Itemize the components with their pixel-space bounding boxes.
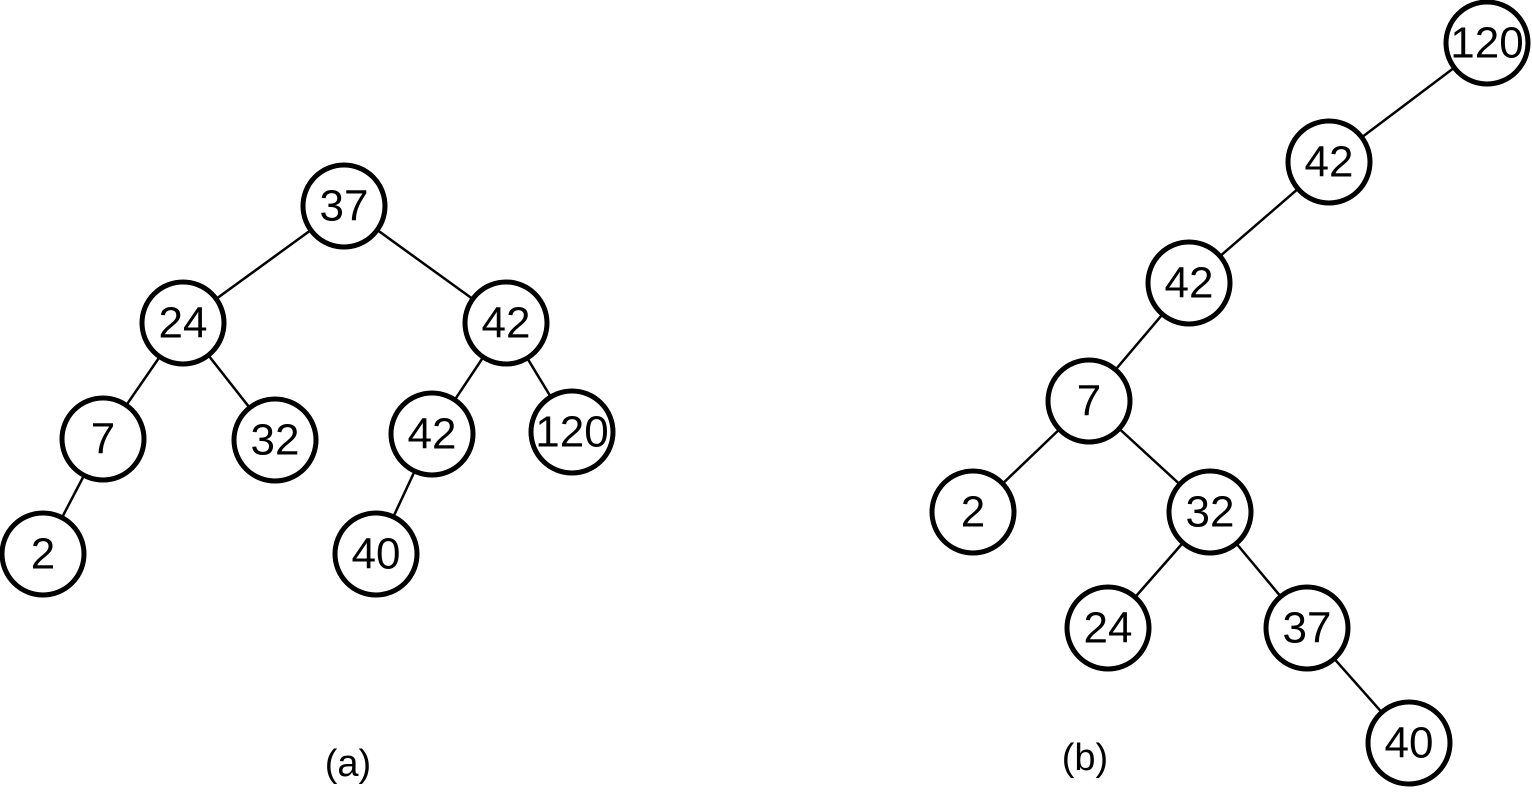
tree-a: 37 24 42 7 32 42 120 2 40 (a) <box>0 162 616 785</box>
node-circle-b32 <box>1166 468 1254 556</box>
node-circle-a2 <box>0 510 87 598</box>
node-circle-a7 <box>59 395 147 483</box>
node-circle-b37 <box>1263 584 1351 672</box>
node-value-b24: 24 <box>1084 604 1133 653</box>
node-circle-a120 <box>528 388 616 476</box>
node-value-a42: 42 <box>482 299 531 348</box>
node-circle-b24 <box>1064 584 1152 672</box>
node-circle-b2 <box>929 468 1017 556</box>
node-circle-a24 <box>139 279 227 367</box>
node-value-b42a: 42 <box>1305 138 1354 187</box>
node-circle-b40 <box>1365 699 1453 787</box>
tree-caption-b: (b) <box>1062 737 1108 779</box>
node-circle-b42b <box>1145 239 1233 327</box>
node-circle-b120 <box>1443 0 1531 87</box>
node-value-b120: 120 <box>1450 19 1523 68</box>
node-value-b7: 7 <box>1077 377 1101 426</box>
node-value-b40: 40 <box>1385 719 1434 768</box>
node-circle-a42 <box>462 279 550 367</box>
node-value-a37: 37 <box>320 182 369 231</box>
node-value-a7: 7 <box>91 415 115 464</box>
node-value-a42L: 42 <box>408 410 457 459</box>
node-value-b37: 37 <box>1283 604 1332 653</box>
node-circle-a32 <box>231 396 319 484</box>
tree-b: 120 42 42 7 2 32 24 37 40 (b) <box>929 0 1531 787</box>
node-circle-a40 <box>332 510 420 598</box>
node-circle-a37 <box>300 162 388 250</box>
node-value-a40: 40 <box>352 530 401 579</box>
node-circle-a42L <box>388 390 476 478</box>
node-value-b32: 32 <box>1186 488 1235 537</box>
node-circle-b42a <box>1285 118 1373 206</box>
node-value-a32: 32 <box>251 416 300 465</box>
node-value-a120: 120 <box>535 408 608 457</box>
node-value-a2: 2 <box>31 530 55 579</box>
node-value-b2: 2 <box>961 488 985 537</box>
node-value-b42b: 42 <box>1165 259 1214 308</box>
tree-caption-a: (a) <box>325 743 371 785</box>
node-circle-b7 <box>1045 357 1133 445</box>
node-value-a24: 24 <box>159 299 208 348</box>
